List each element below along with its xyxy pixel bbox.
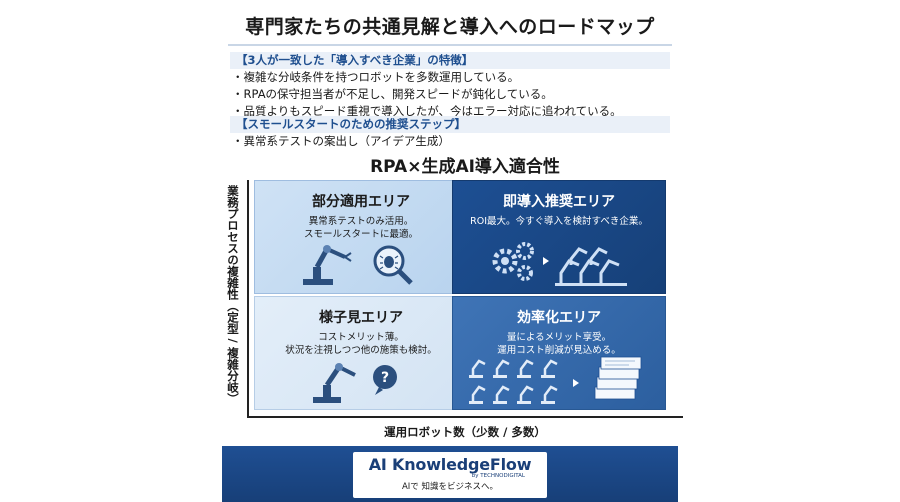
quadrant-wait: 様子見エリア コストメリット薄。 状況を注視しつつ他の施策も検討。 ? <box>254 296 468 410</box>
quadrant-title: 部分適用エリア <box>312 194 410 210</box>
steps-heading: 【スモールスタートのための推奨ステップ】 <box>230 116 670 133</box>
list-item: 品質よりもスピード重視で導入したが、今はエラー対応に追われている。 <box>232 103 622 120</box>
quadrant-desc: 異常系テストのみ活用。 スモールスタートに最適。 <box>303 216 418 240</box>
y-axis-label: 業務プロセスの複雑性（定型 / 複雑分岐） <box>226 185 240 405</box>
quadrant-desc: ROI最大。今すぐ導入を検討すべき企業。 <box>470 216 648 227</box>
page-title: 専門家たちの共通見解と導入へのロードマップ <box>245 16 655 38</box>
svg-text:?: ? <box>381 370 389 386</box>
quadrant-immediate: 即導入推奨エリア ROI最大。今すぐ導入を検討すべき企業。 <box>452 180 666 294</box>
quadrant-desc: 量によるメリット享受。 運用コスト削減が見込める。 <box>497 332 621 356</box>
logo-text: AI KnowledgeFlow <box>368 455 532 474</box>
quadrant-title: 効率化エリア <box>517 310 601 326</box>
robots-documents-icon <box>469 356 642 404</box>
matrix-title: RPA×生成AI導入適合性 <box>370 157 560 177</box>
quadrant-efficiency: 効率化エリア 量によるメリット享受。 運用コスト削減が見込める。 <box>452 296 666 410</box>
quadrant-title: 様子見エリア <box>319 310 403 326</box>
quadrant-desc: コストメリット薄。 状況を注視しつつ他の施策も検討。 <box>285 332 437 356</box>
list-item: 異常系テストの案出し（アイデア生成） <box>232 133 450 150</box>
robot-arm-question-icon: ? <box>313 363 397 403</box>
features-heading: 【3人が一致した「導入すべき企業」の特徴】 <box>230 52 670 69</box>
x-axis-line <box>247 416 683 418</box>
logo-tagline: AIで 知識をビジネスへ。 <box>401 482 499 492</box>
x-axis-label: 運用ロボット数（少数 / 多数） <box>384 425 546 439</box>
logo-byline: by TECHNODIGITAL <box>471 473 525 479</box>
quadrant-partial: 部分適用エリア 異常系テストのみ活用。 スモールスタートに最適。 <box>254 180 468 294</box>
features-list: 複雑な分岐条件を持つロボットを多数運用している。 RPAの保守担当者が不足し、開… <box>232 69 622 120</box>
list-item: RPAの保守担当者が不足し、開発スピードが鈍化している。 <box>232 86 622 103</box>
gears-robots-icon <box>492 242 627 286</box>
brand-logo: AI KnowledgeFlow by TECHNODIGITAL AIで 知識… <box>353 452 547 498</box>
y-axis-line <box>247 180 249 418</box>
title-divider <box>228 44 672 46</box>
quadrant-title: 即導入推奨エリア <box>503 194 615 210</box>
steps-list: 異常系テストの案出し（アイデア生成） <box>232 133 450 150</box>
list-item: 複雑な分岐条件を持つロボットを多数運用している。 <box>232 69 622 86</box>
robot-arm-bug-icon <box>303 245 413 285</box>
